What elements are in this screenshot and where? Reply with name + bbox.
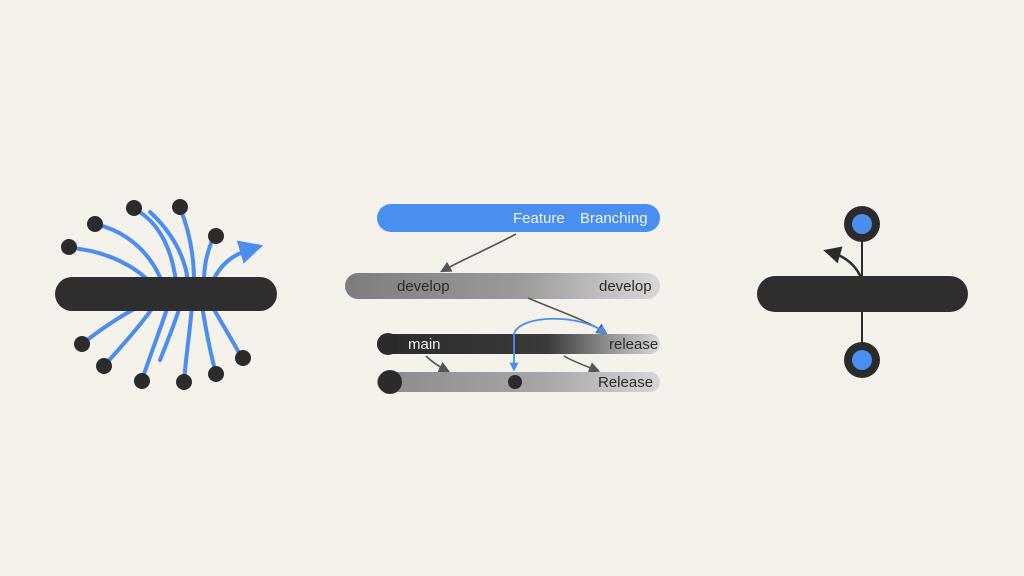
develop-right-label: develop xyxy=(599,278,652,295)
feature-label: Feature xyxy=(513,210,565,227)
top-node xyxy=(844,206,880,242)
curved-branch-arrow xyxy=(823,246,864,281)
branch-end-dots xyxy=(61,199,251,390)
release-commit-dot xyxy=(508,375,522,389)
main-branch-bar xyxy=(377,334,660,354)
release-label: Release xyxy=(598,374,653,391)
feature-branch-bar xyxy=(377,204,660,232)
develop-branch-bar xyxy=(345,273,660,299)
right-trunk-bar xyxy=(757,276,968,312)
branching-label: Branching xyxy=(580,210,648,227)
main-to-release-arrow-left xyxy=(425,355,451,373)
radial-trunk-bar xyxy=(55,277,277,311)
release-lower-label: release xyxy=(609,336,658,353)
main-to-release-arrow-right xyxy=(563,355,601,373)
main-merge-arc xyxy=(513,317,607,335)
release-start-dot xyxy=(378,370,402,394)
bottom-node xyxy=(844,342,880,378)
main-label: main xyxy=(408,336,441,353)
feature-to-develop-arrow xyxy=(440,233,517,273)
develop-left-label: develop xyxy=(397,278,450,295)
main-start-dot xyxy=(377,333,399,355)
